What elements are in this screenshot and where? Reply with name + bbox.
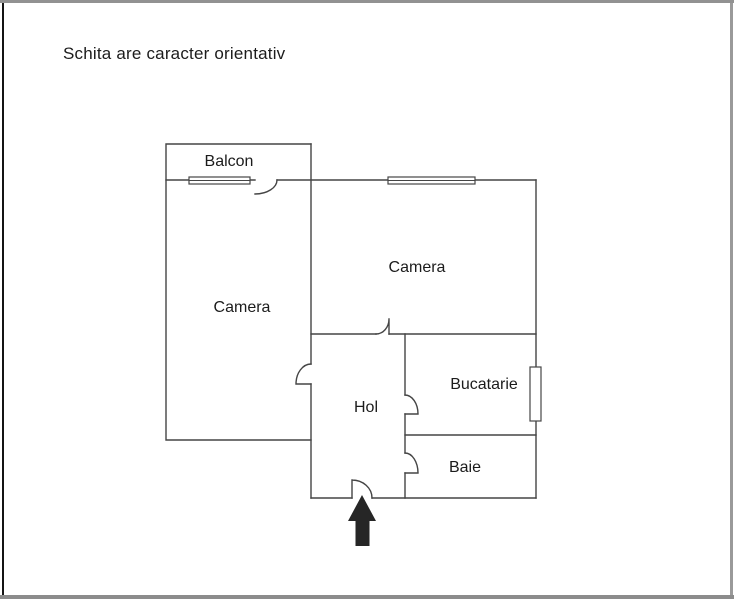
window-bucatarie bbox=[529, 366, 542, 422]
door-arc-entrance bbox=[351, 479, 373, 499]
door-arc-camera-1 bbox=[295, 363, 312, 385]
room-label-baie: Baie bbox=[449, 459, 481, 476]
room-label-bucatarie: Bucatarie bbox=[450, 376, 518, 393]
doors bbox=[254, 179, 419, 499]
room-label-camera-2: Camera bbox=[389, 259, 446, 276]
room-label-balcon: Balcon bbox=[205, 153, 254, 170]
wall-balcony-and-left bbox=[165, 143, 312, 441]
room-label-hol: Hol bbox=[354, 399, 378, 416]
walls bbox=[165, 143, 537, 499]
door-arc-baie bbox=[404, 452, 419, 474]
door-arc-bucatarie bbox=[404, 394, 419, 415]
door-arc-balcony bbox=[254, 179, 278, 195]
door-arc-camera-2 bbox=[375, 318, 390, 335]
left-frame-border bbox=[2, 3, 4, 595]
right-frame-border bbox=[730, 3, 733, 599]
room-label-camera-1: Camera bbox=[214, 299, 271, 316]
bottom-frame-bar bbox=[0, 595, 734, 599]
windows bbox=[188, 176, 542, 422]
entrance-arrow-icon bbox=[348, 495, 376, 546]
disclaimer-text: Schita are caracter orientativ bbox=[63, 44, 286, 63]
top-frame-bar bbox=[0, 0, 734, 3]
